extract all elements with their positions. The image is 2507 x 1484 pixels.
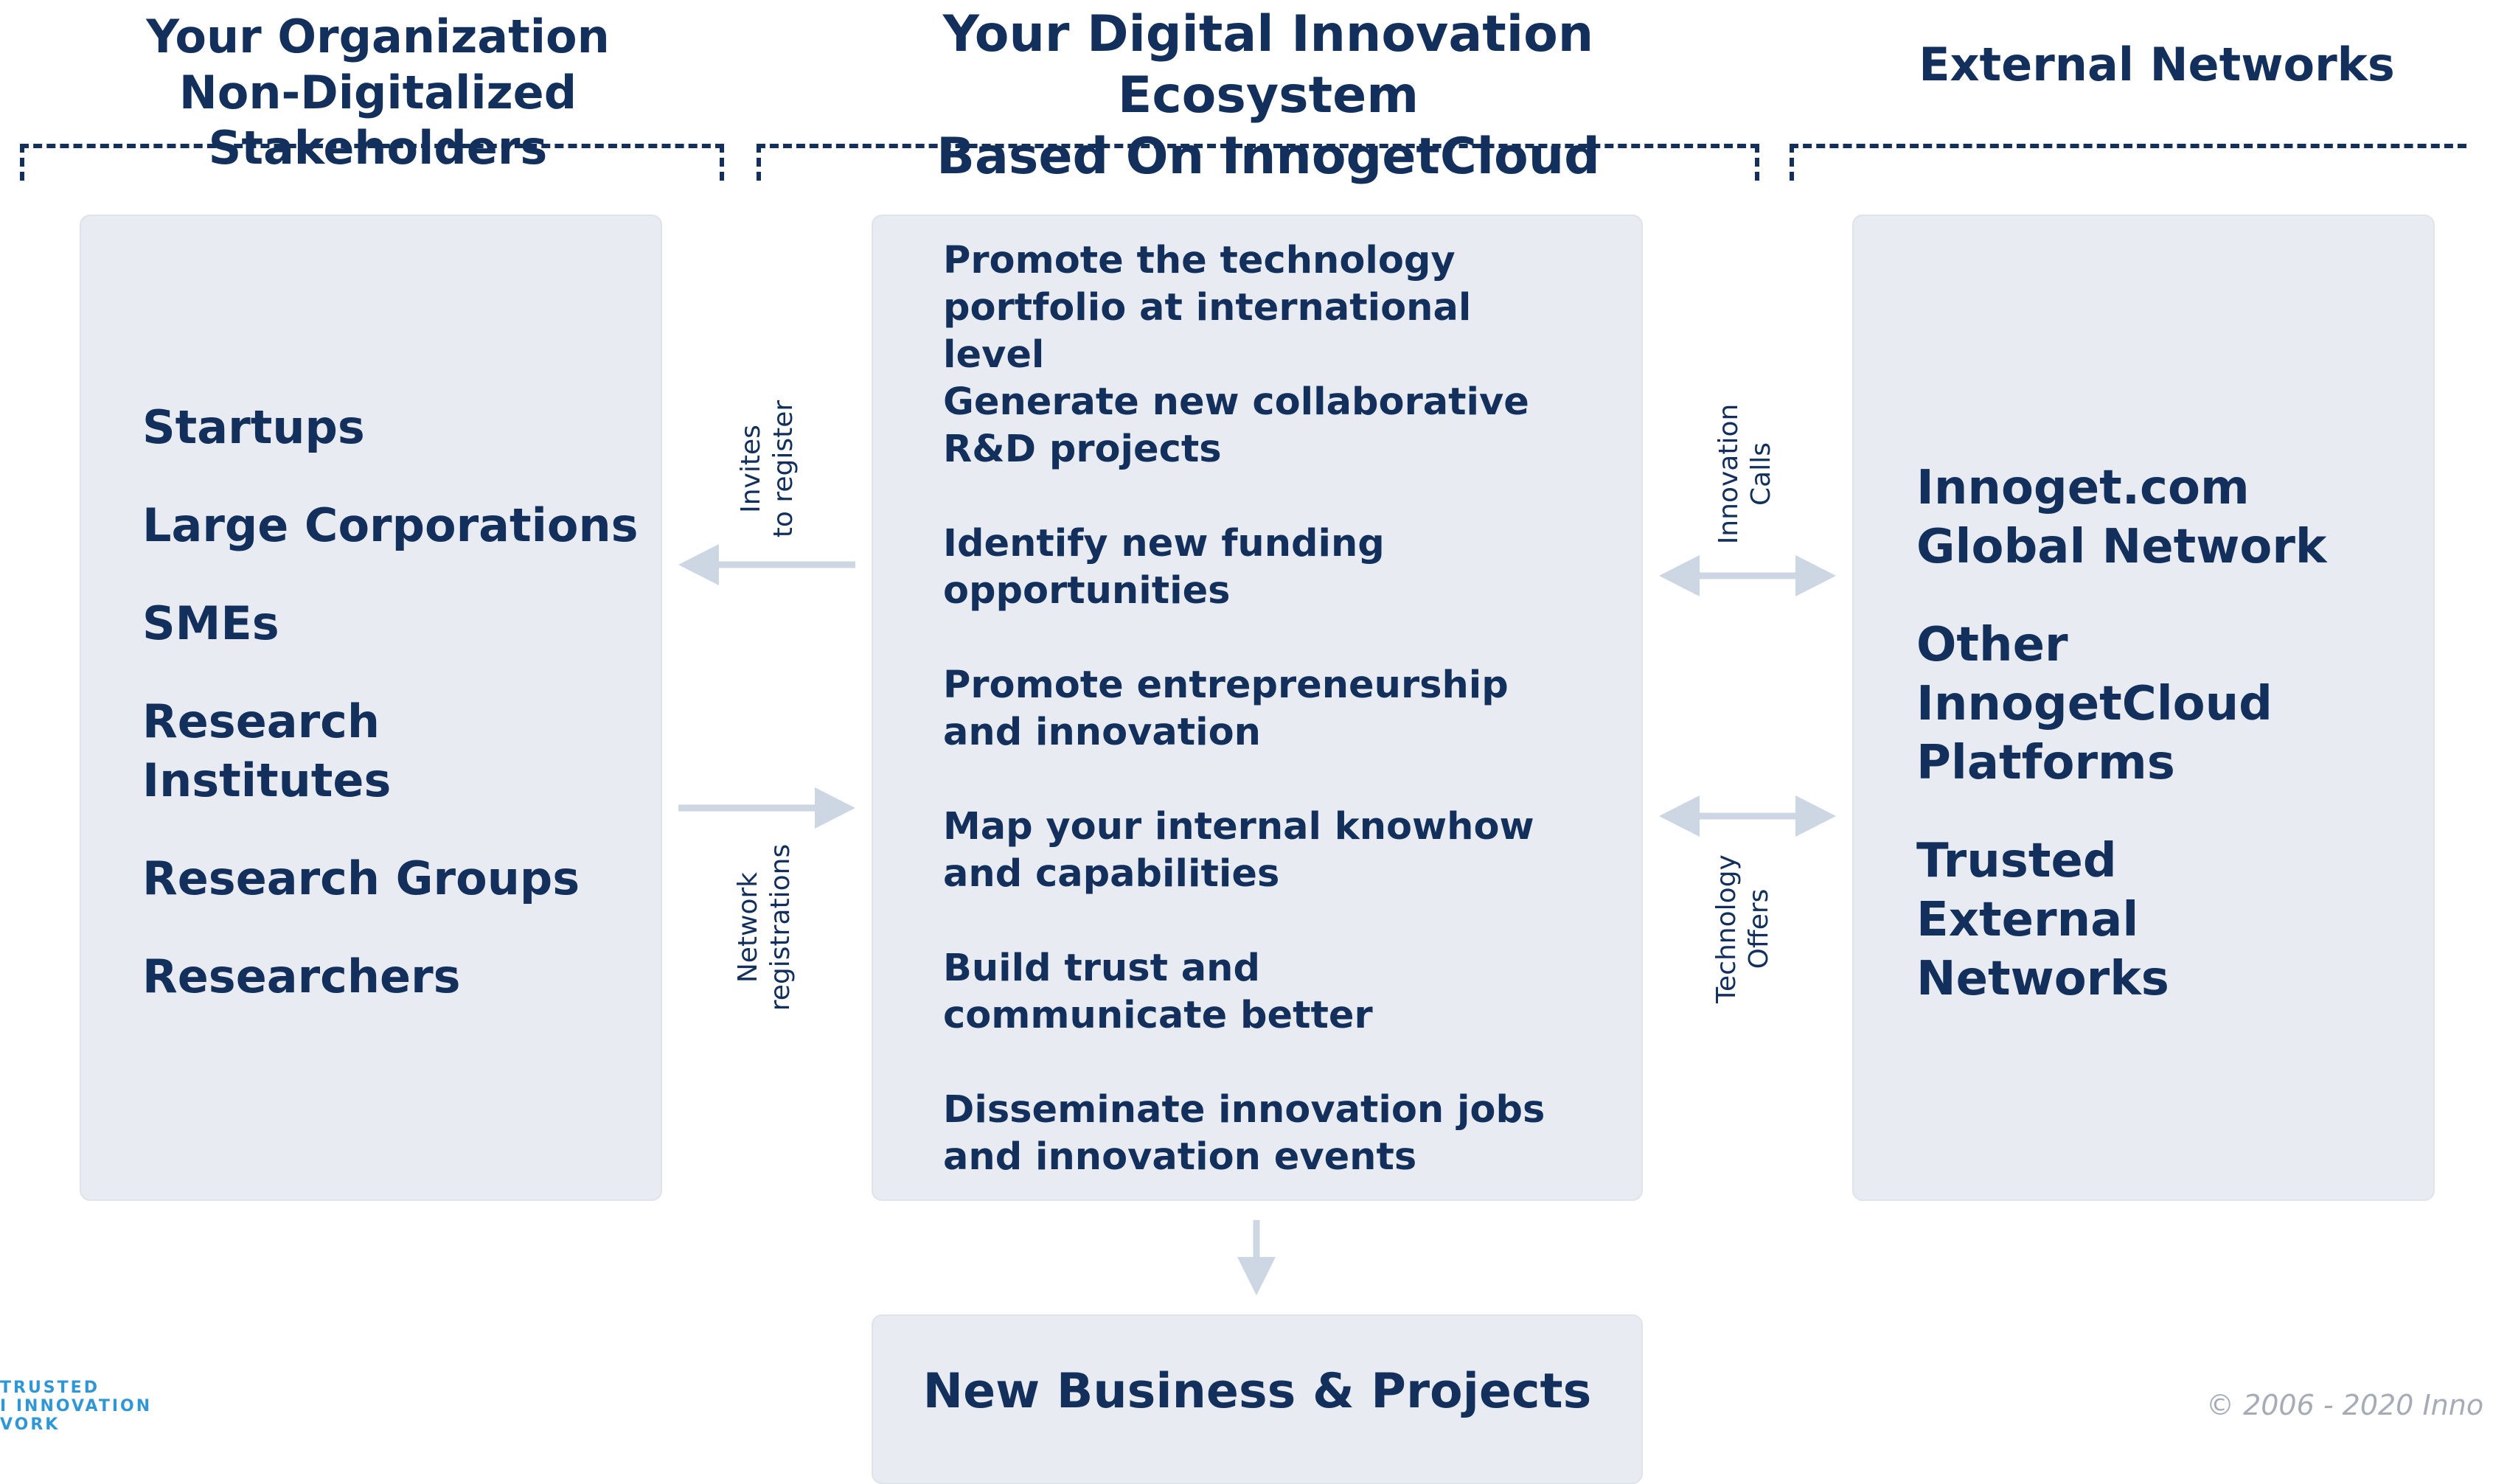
invites-label-line-2: to register	[768, 400, 799, 538]
innovation-calls-arrow	[1659, 555, 1836, 596]
innovation-calls-label-line-1: Innovation	[1714, 403, 1744, 545]
logo-line-2: I INNOVATION	[0, 1397, 153, 1415]
stakeholder-list: Startups Large Corporations SMEs Researc…	[142, 398, 644, 1045]
outcome-box: New Business & Projects	[872, 1314, 1643, 1484]
right-column-bracket	[1790, 144, 2466, 181]
benefit-item: Map your internal knowhow and capabiliti…	[943, 805, 1534, 896]
outcome-arrow	[1237, 1220, 1276, 1295]
stakeholder-item: Research Institutes	[142, 694, 392, 807]
benefit-item: Identify new funding opportunities	[943, 522, 1385, 613]
invites-label-line-1: Invites	[736, 425, 766, 513]
right-column-header: External Networks	[1919, 38, 2395, 91]
innovation-calls-label-line-2: Calls	[1746, 442, 1776, 506]
stakeholder-item: SMEs	[142, 596, 279, 650]
benefit-item: Build trust and communicate better	[943, 947, 1373, 1037]
stakeholder-item: Startups	[142, 400, 365, 454]
invites-label: Invites to register	[735, 400, 800, 537]
technology-offers-arrow	[1659, 795, 1836, 837]
benefit-item: Promote the technology portfolio at inte…	[943, 239, 1472, 377]
technology-offers-label-line-1: Technology	[1711, 854, 1742, 1003]
ecosystem-benefit-list: Promote the technology portfolio at inte…	[943, 237, 1607, 1228]
logo: TRUSTED I INNOVATION VORK	[0, 1379, 152, 1434]
invites-arrow	[678, 544, 855, 585]
flow-arrows	[678, 544, 1836, 1295]
innovation-calls-label: Innovation Calls	[1713, 404, 1778, 545]
benefit-item: Generate new collaborative R&D projects	[943, 380, 1529, 471]
registrations-label-line-1: Network	[733, 871, 763, 983]
network-registrations-label: Network registrations	[732, 844, 797, 1011]
logo-line-1: TRUSTED	[0, 1379, 100, 1397]
left-header-line-1: Your Organization	[146, 10, 610, 63]
technology-offers-label-line-2: Offers	[1744, 888, 1774, 969]
left-stakeholders-panel	[80, 215, 662, 1201]
center-ecosystem-panel	[872, 215, 1643, 1201]
center-column-header: Your Digital Innovation Ecosystem Based …	[811, 4, 1725, 188]
network-item: Other InnogetCloud Platforms	[1916, 618, 2273, 790]
external-network-list: Innoget.com Global Network Other Innoget…	[1916, 459, 2447, 1048]
benefit-item: Promote entrepreneurship and innovation	[943, 663, 1509, 754]
outcome-label: New Business & Projects	[922, 1364, 1592, 1419]
technology-offers-label: Technology Offers	[1711, 854, 1776, 1003]
stakeholder-item: Large Corporations	[142, 498, 639, 552]
logo-line-3: VORK	[0, 1415, 60, 1434]
center-column-bracket	[757, 144, 1759, 181]
copyright-notice: © 2006 - 2020 Inno	[2206, 1389, 2484, 1421]
center-header-line-1: Your Digital Innovation Ecosystem	[942, 5, 1594, 125]
center-header-line-2: Based On InnogetCloud	[936, 127, 1600, 186]
stakeholder-item: Researchers	[142, 950, 461, 1003]
right-networks-panel	[1852, 215, 2435, 1201]
left-column-bracket	[20, 144, 724, 181]
stakeholder-item: Research Groups	[142, 851, 580, 905]
registrations-arrow	[678, 787, 855, 829]
network-item: Trusted External Networks	[1916, 834, 2169, 1006]
network-item: Innoget.com Global Network	[1916, 461, 2327, 574]
benefit-item: Disseminate innovation jobs and innovati…	[943, 1088, 1545, 1179]
registrations-label-line-2: registrations	[765, 843, 796, 1011]
